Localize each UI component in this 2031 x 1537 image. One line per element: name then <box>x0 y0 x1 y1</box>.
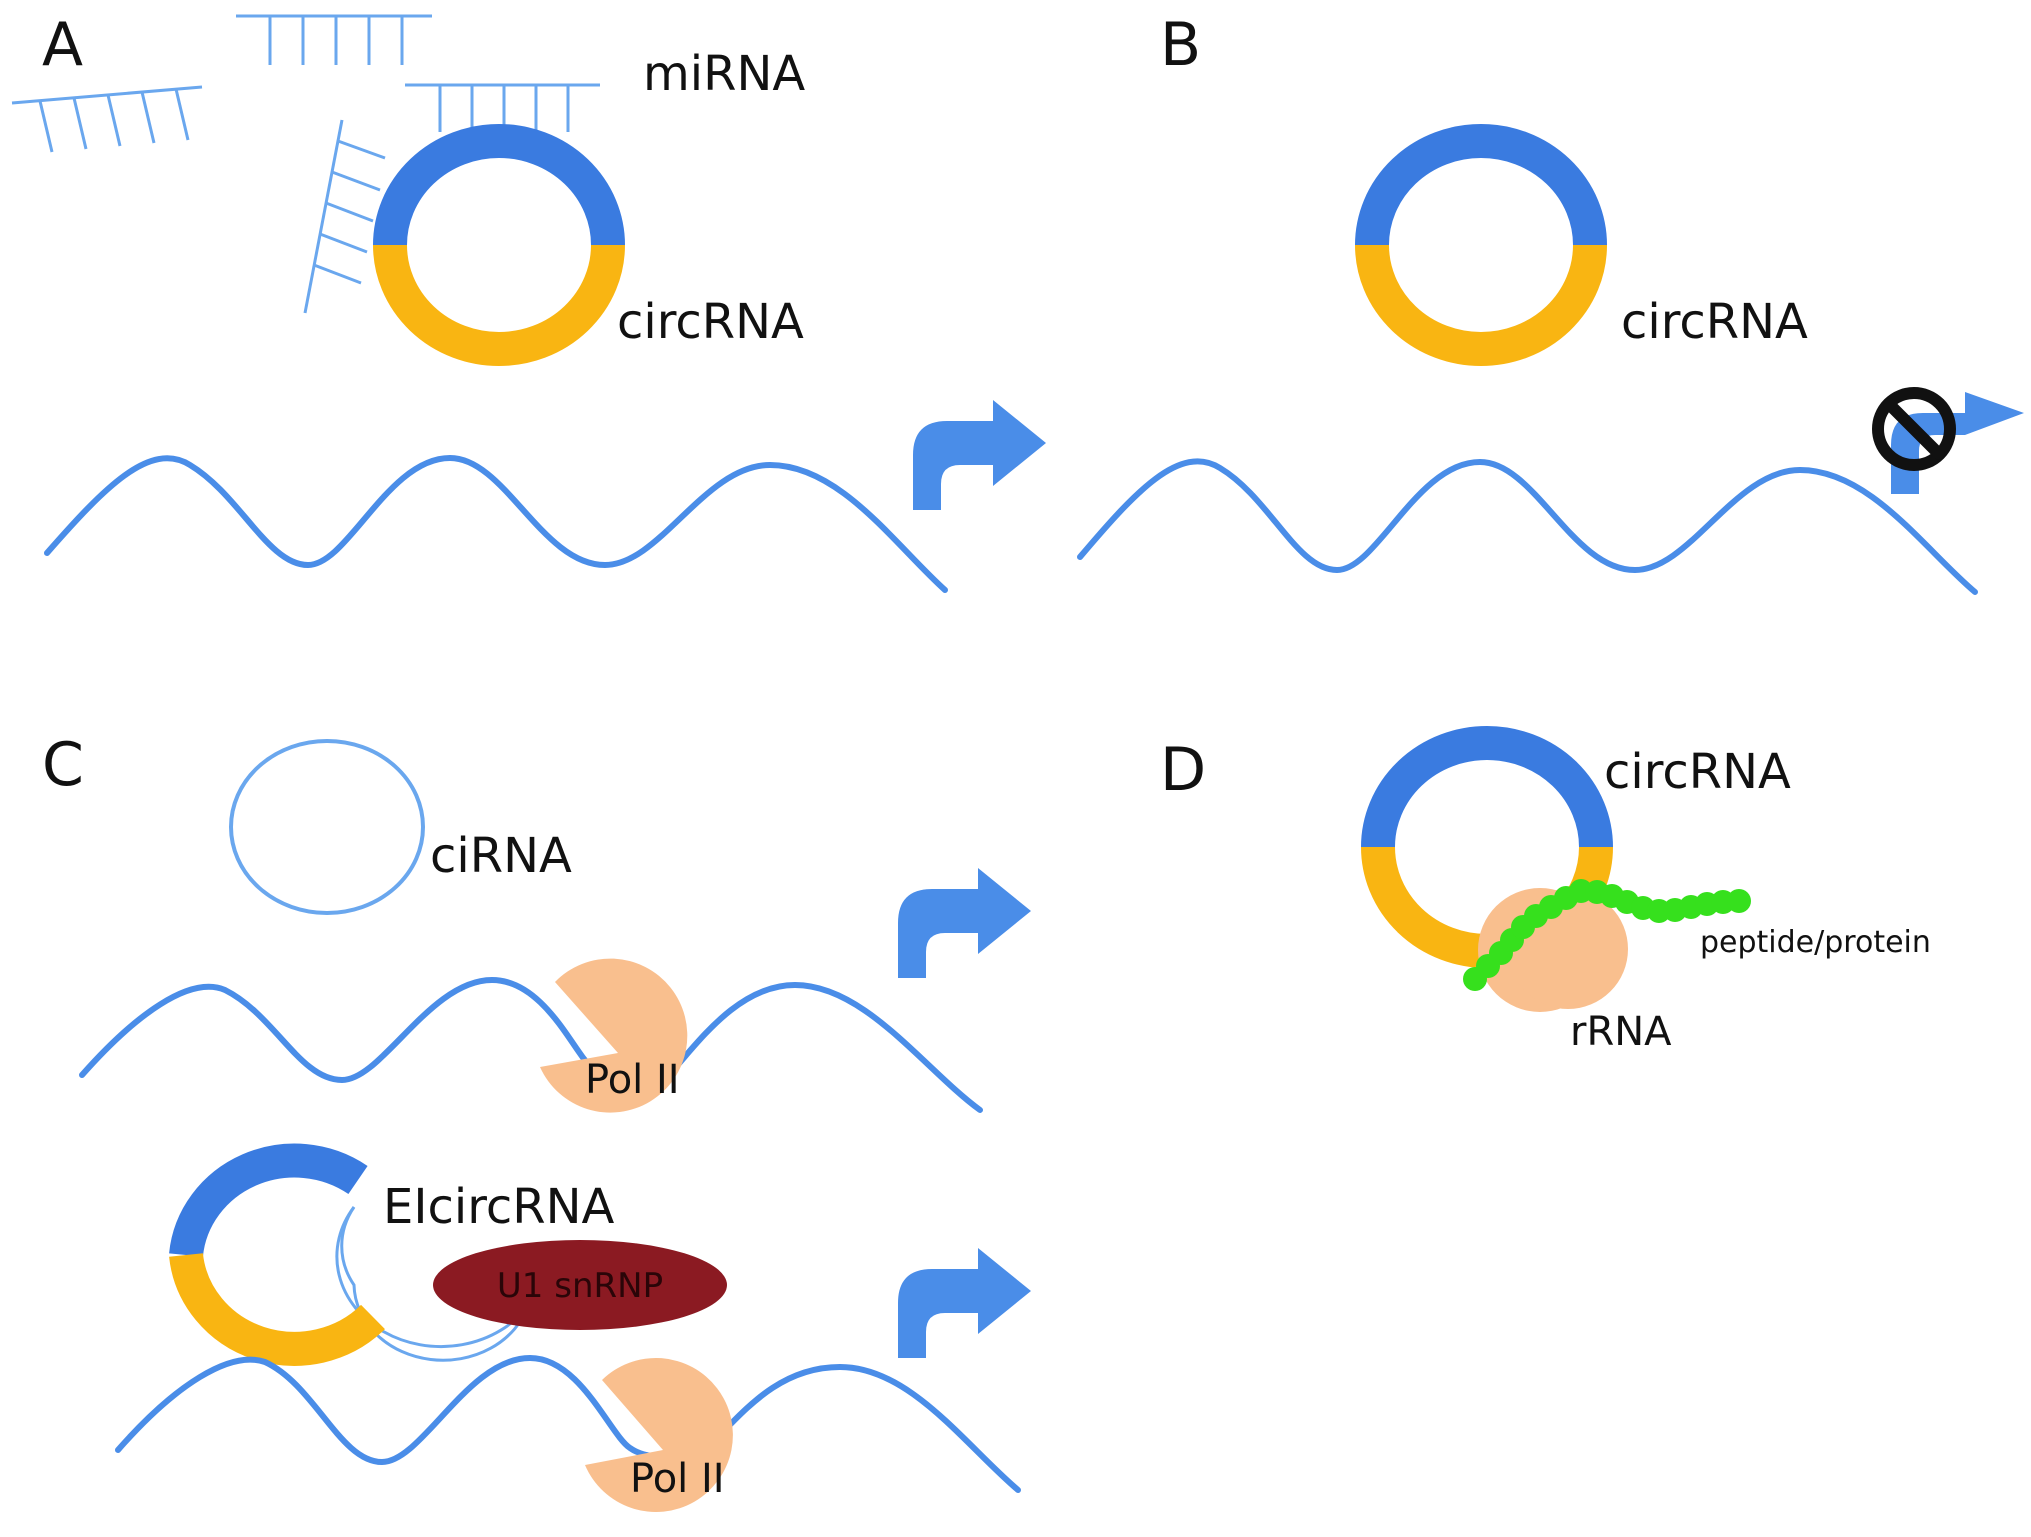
peptide-protein-label: peptide/protein <box>1700 925 1931 960</box>
pol-ii-label-c1: Pol II <box>585 1057 680 1103</box>
mirna-comb-4 <box>303 119 386 314</box>
elcircrna-label: EIcircRNA <box>383 1179 615 1235</box>
panel-b-letter: B <box>1160 10 1201 80</box>
mirna-comb-1 <box>11 85 203 153</box>
transcription-arrow-blocked <box>1891 392 2024 494</box>
blocked-icon <box>1872 387 1956 471</box>
panel-d-letter: D <box>1160 735 1206 805</box>
cirna-ring <box>229 739 425 915</box>
rrna-label: rRNA <box>1570 1009 1672 1055</box>
cirna-label: ciRNA <box>430 828 572 884</box>
transcription-arrow-c1 <box>898 868 1031 978</box>
mirna-label: miRNA <box>643 46 805 102</box>
u1-snrnp <box>433 1240 727 1330</box>
pol-ii-label-c2: Pol II <box>630 1456 725 1502</box>
mrna-strand-a <box>44 454 948 593</box>
circrna-label-b: circRNA <box>1621 294 1808 350</box>
circrna-label-d: circRNA <box>1604 744 1791 800</box>
peptide-chain <box>1463 879 1751 991</box>
panel-a: A <box>11 10 1046 593</box>
panel-d: D <box>1160 726 1931 1055</box>
transcription-arrow-c2 <box>898 1248 1031 1358</box>
elcircrna-ring <box>169 1143 530 1366</box>
panel-c: C ciRNA Pol II EIcircRNA U1 snRNP Pol II <box>42 730 1031 1512</box>
panel-b: B circRNA <box>1077 10 2024 595</box>
panel-a-letter: A <box>42 10 83 80</box>
panel-c-letter: C <box>42 730 84 800</box>
mirna-comb-2 <box>236 14 432 65</box>
mrna-strand-b <box>1077 458 1978 595</box>
circrna-ring-b <box>1355 124 1607 366</box>
circrna-label-a: circRNA <box>617 294 804 350</box>
transcription-arrow-icon <box>913 400 1046 510</box>
circrna-ring-a <box>373 124 625 366</box>
pol-ii-enzyme-c2 <box>585 1357 733 1512</box>
pol-ii-enzyme-c1 <box>540 958 688 1113</box>
mrna-strand-c1 <box>79 976 983 1113</box>
mrna-strand-c2 <box>115 1354 1021 1493</box>
u1-snrnp-label: U1 snRNP <box>497 1266 663 1306</box>
